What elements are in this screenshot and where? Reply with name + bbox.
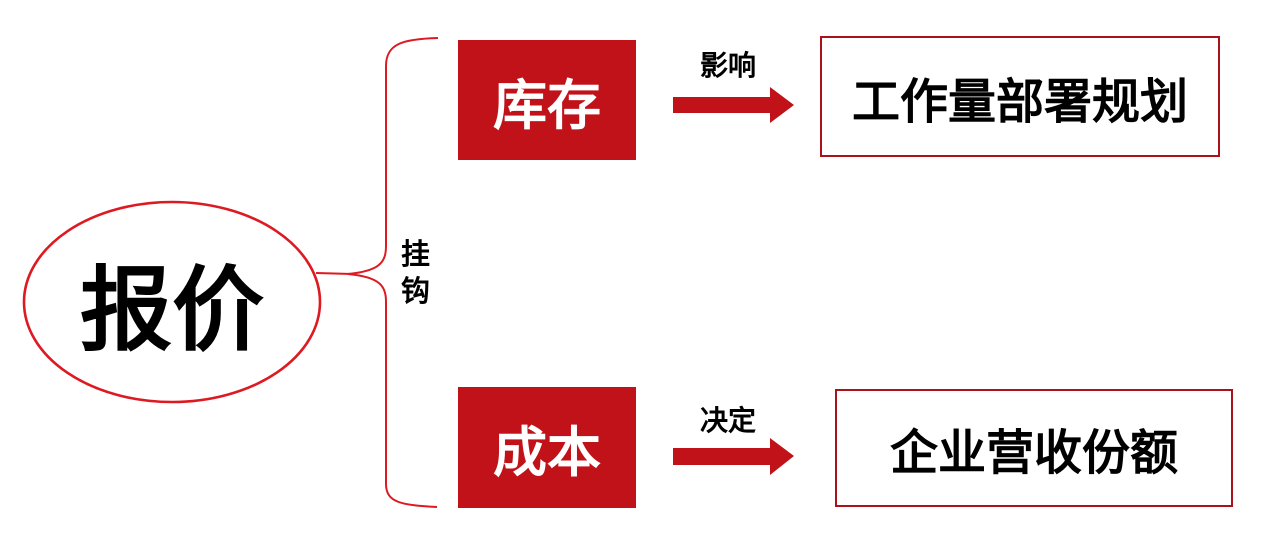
root-ellipse [22,200,322,404]
outcome-box-workload-plan: 工作量部署规划 [820,36,1220,157]
brace-label: 挂 钩 [401,239,431,308]
root-node-label: 报价 [79,259,264,362]
root-brace-connector-line [315,272,353,275]
outcome-box-revenue-share: 企业营收份额 [835,389,1233,507]
arrow-label-decide: 决定 [699,405,756,436]
node-box-inventory: 库存 [458,40,636,160]
curly-brace [347,37,439,508]
arrow-decide-icon [673,438,794,475]
node-box-cost: 成本 [458,387,636,508]
arrow-label-influence: 影响 [699,50,756,81]
arrow-influence-icon [673,87,794,123]
